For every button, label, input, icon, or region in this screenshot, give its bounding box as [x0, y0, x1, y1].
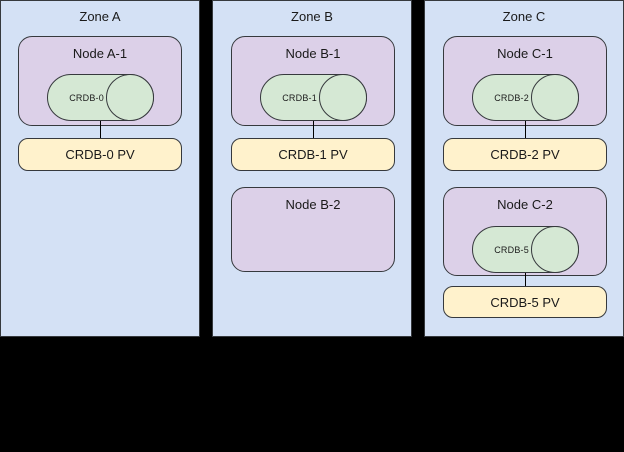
- crdb-pod-crdb-0[interactable]: CRDB-0: [47, 74, 154, 121]
- zone-title: Zone B: [291, 9, 333, 24]
- node-box-node-b-2[interactable]: Node B-2: [231, 187, 395, 272]
- crdb-pod-label: CRDB-1: [282, 92, 317, 103]
- pv-connector-line: [313, 121, 314, 138]
- pv-box-crdb-1-pv[interactable]: CRDB-1 PV: [231, 138, 395, 171]
- pv-box-crdb-5-pv[interactable]: CRDB-5 PV: [443, 286, 607, 318]
- pv-label: CRDB-5 PV: [490, 294, 560, 310]
- node-title: Node A-1: [72, 46, 128, 61]
- node-title: Node C-2: [497, 197, 553, 212]
- pv-connector-line: [525, 121, 526, 138]
- pv-label: CRDB-2 PV: [490, 147, 560, 162]
- pv-connector-line: [525, 273, 526, 286]
- pv-connector-line: [100, 121, 101, 138]
- node-title: Node B-1: [285, 46, 341, 61]
- node-title: Node B-2: [285, 197, 341, 212]
- pv-label: CRDB-1 PV: [278, 147, 348, 162]
- crdb-pod-label: CRDB-5: [494, 244, 529, 255]
- crdb-pod-label: CRDB-0: [69, 92, 104, 103]
- pv-box-crdb-0-pv[interactable]: CRDB-0 PV: [18, 138, 182, 171]
- crdb-pod-crdb-5[interactable]: CRDB-5: [472, 226, 579, 273]
- pv-label: CRDB-0 PV: [65, 147, 135, 162]
- crdb-pod-crdb-1[interactable]: CRDB-1: [260, 74, 367, 121]
- crdb-pod-crdb-2[interactable]: CRDB-2: [472, 74, 579, 121]
- pv-box-crdb-2-pv[interactable]: CRDB-2 PV: [443, 138, 607, 171]
- zone-title: Zone C: [502, 9, 546, 24]
- crdb-pod-label: CRDB-2: [494, 92, 529, 103]
- zone-title: Zone A: [79, 9, 121, 24]
- node-title: Node C-1: [497, 46, 553, 61]
